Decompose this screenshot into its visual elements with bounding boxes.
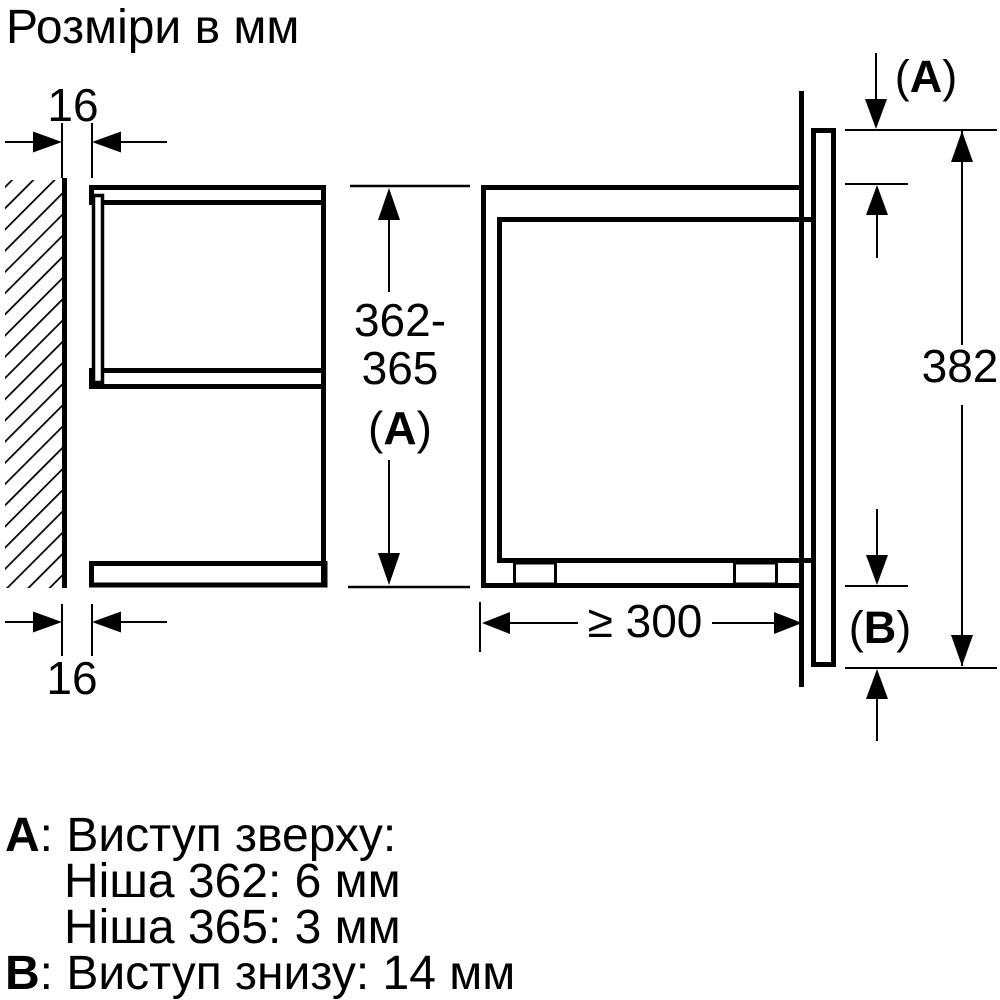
dim-min-depth: ≥ 300 (479, 595, 802, 652)
note-a-text: : Виступ зверху: (40, 809, 397, 862)
arrowhead-right-icon (774, 612, 802, 634)
arrowhead-left-icon (92, 131, 121, 153)
arrowhead-right-icon (33, 611, 62, 633)
arrowhead-up-icon (866, 669, 888, 699)
arrowhead-up-icon (866, 185, 888, 215)
appliance-section (497, 128, 836, 667)
dim-label-front-height: 382 (922, 340, 999, 392)
cabinet-top-panel (89, 185, 326, 205)
dim-label-min-depth: ≥ 300 (588, 595, 703, 647)
paren-close: ) (417, 402, 432, 454)
wall-section (5, 178, 67, 588)
arrowhead-up-icon (378, 188, 400, 220)
dim-label-niche-height-ref: (A) (368, 402, 432, 454)
arrowhead-up-icon (951, 131, 973, 162)
note-a: A: Виступ зверху: (5, 809, 396, 862)
ref-letter-a: A (383, 402, 416, 454)
ref-letter-a: A (910, 51, 943, 102)
dim-top-protrusion: (A) (845, 51, 997, 258)
dim-bottom-protrusion: (B) (845, 509, 997, 741)
paren-open: ( (368, 402, 384, 454)
cabinet-back-strip (91, 193, 105, 385)
arrowhead-down-icon (378, 553, 400, 585)
dim-niche-height: 362- 365 (A) (348, 184, 470, 589)
paren-open: ( (849, 602, 864, 653)
legend-notes: A: Виступ зверху: Ніша 362: 6 мм Ніша 36… (5, 809, 515, 1000)
dim-wall-gap-bottom: 16 (5, 604, 167, 704)
dim-label-top-protrusion: (A) (895, 51, 958, 102)
paren-open: ( (895, 51, 910, 102)
note-b: B: Виступ знизу: 14 мм (5, 947, 515, 1000)
arrowhead-down-icon (951, 635, 973, 666)
arrowhead-right-icon (33, 131, 62, 153)
note-a-sub1: Ніша 362: 6 мм (64, 855, 401, 908)
ref-letter-b: B (864, 602, 897, 653)
appliance-foot-right (733, 561, 778, 586)
note-a-key: A (5, 809, 40, 862)
dim-wall-gap-top: 16 (5, 79, 167, 178)
arrowhead-left-icon (92, 611, 121, 633)
paren-close: ) (942, 51, 957, 102)
arrowhead-down-icon (865, 99, 887, 129)
cabinet-middle-shelf (89, 368, 326, 389)
dim-label-niche-height-1: 362- (354, 294, 446, 346)
arrowhead-left-icon (482, 612, 510, 634)
wall-hatching (5, 180, 62, 588)
arrowhead-down-icon (866, 555, 888, 585)
appliance-front-panel (811, 128, 836, 667)
page-title: Розміри в мм (6, 1, 299, 54)
dim-front-height: 382 (922, 131, 999, 666)
dim-label-niche-height-2: 365 (362, 342, 439, 394)
dim-label-wall-gap-bottom: 16 (46, 652, 97, 704)
note-b-text: : Виступ знизу: 14 мм (40, 947, 516, 1000)
paren-close: ) (896, 602, 911, 653)
dim-label-bottom-protrusion: (B) (849, 602, 912, 653)
cabinet-bottom-shelf (89, 561, 328, 588)
note-a-sub2: Ніша 365: 3 мм (64, 901, 401, 954)
cabinet-section (89, 185, 328, 588)
note-b-key: B (5, 947, 40, 1000)
appliance-foot-left (513, 561, 557, 586)
dim-label-wall-gap-top: 16 (47, 79, 98, 131)
